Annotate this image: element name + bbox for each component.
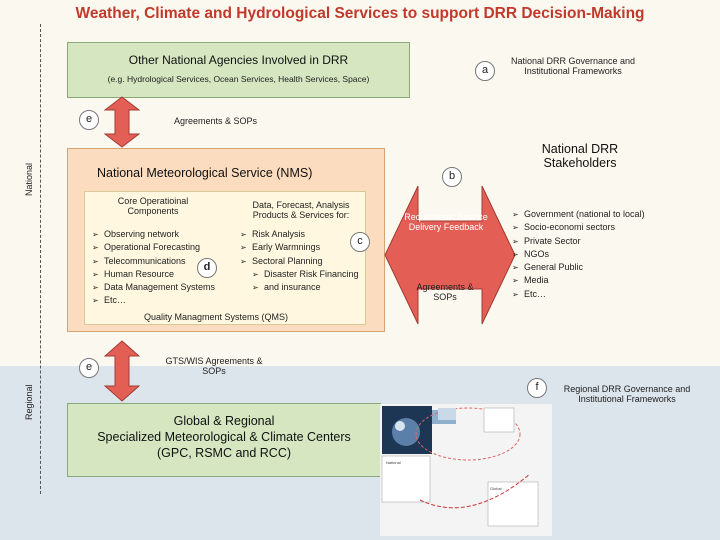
gts-wis-label: GTS/WIS Agreements & SOPs: [165, 356, 263, 376]
agreements-sops-mid: Agreements & SOPs: [416, 282, 474, 302]
global-line2: Specialized Meteorological & Climate Cen…: [97, 430, 351, 444]
list-item: and insurance: [240, 281, 359, 294]
badge-d: d: [197, 258, 217, 278]
list-item: Government (national to local): [512, 208, 645, 221]
list-item: Data Management Systems: [92, 281, 215, 294]
svg-text:National: National: [386, 460, 401, 465]
badge-e-bottom: e: [79, 358, 99, 378]
page-title: Weather, Climate and Hydrological Servic…: [75, 5, 645, 22]
global-system-illustration: National Global: [380, 404, 552, 536]
list-item: Early Warmnings: [240, 241, 359, 254]
qms-label: Quality Managment Systems (QMS): [144, 312, 289, 322]
list-item: Socio-economi sectors: [512, 221, 645, 234]
global-line3: (GPC, RSMC and RCC): [156, 446, 292, 460]
badge-f: f: [527, 378, 547, 398]
badge-e-top: e: [79, 110, 99, 130]
national-label: National: [24, 162, 34, 196]
double-arrow-nms-global: [104, 340, 140, 402]
list-item: Etc…: [512, 288, 645, 301]
band-divider-line: [40, 24, 41, 494]
regional-label: Regional: [24, 384, 34, 420]
badge-a: a: [475, 61, 495, 81]
list-item: Risk Analysis: [240, 228, 359, 241]
global-centers-box: Global & Regional Specialized Meteorolog…: [67, 403, 381, 477]
badge-b: b: [442, 167, 462, 187]
products-list: Risk Analysis Early Warmnings Sectoral P…: [240, 228, 359, 294]
list-item: Media: [512, 274, 645, 287]
other-agencies-subtitle: (e.g. Hydrological Services, Ocean Servi…: [107, 74, 370, 84]
double-arrow-nms-stakeholders: [384, 185, 516, 325]
list-item: NGOs: [512, 248, 645, 261]
global-line1: Global & Regional: [173, 414, 275, 428]
list-item: Observing network: [92, 228, 215, 241]
stakeholders-list: Government (national to local) Socio-eco…: [512, 208, 645, 301]
requirements-label: Requirments Service Delivery Feedback: [404, 212, 488, 232]
agreements-sops-top: Agreements & SOPs: [174, 116, 258, 126]
double-arrow-agencies-nms: [104, 96, 140, 148]
other-agencies-title: Other National Agencies Involved in DRR: [128, 53, 349, 67]
core-components-title: Core Operatioinal Components: [117, 196, 189, 216]
list-item: Private Sector: [512, 235, 645, 248]
list-item: Operational Forecasting: [92, 241, 215, 254]
list-item: Etc…: [92, 294, 215, 307]
list-item: Sectoral Planning: [240, 255, 359, 268]
core-components-list: Observing network Operational Forecastin…: [92, 228, 215, 308]
list-item: General Public: [512, 261, 645, 274]
svg-text:Global: Global: [490, 486, 502, 491]
stakeholders-title: National DRR Stakeholders: [541, 142, 619, 170]
list-item: Human Resource: [92, 268, 215, 281]
other-agencies-box: Other National Agencies Involved in DRR …: [67, 42, 410, 98]
list-item: Disaster Risk Financing: [240, 268, 359, 281]
products-title: Data, Forecast, Analysis Products & Serv…: [252, 200, 350, 220]
badge-c: c: [350, 232, 370, 252]
regional-governance-label: Regional DRR Governance and Institutiona…: [563, 384, 691, 404]
list-item: Telecommunications: [92, 255, 215, 268]
nms-title: National Meteorological Service (NMS): [97, 166, 313, 180]
national-governance-label: National DRR Governance and Institutiona…: [510, 56, 636, 76]
